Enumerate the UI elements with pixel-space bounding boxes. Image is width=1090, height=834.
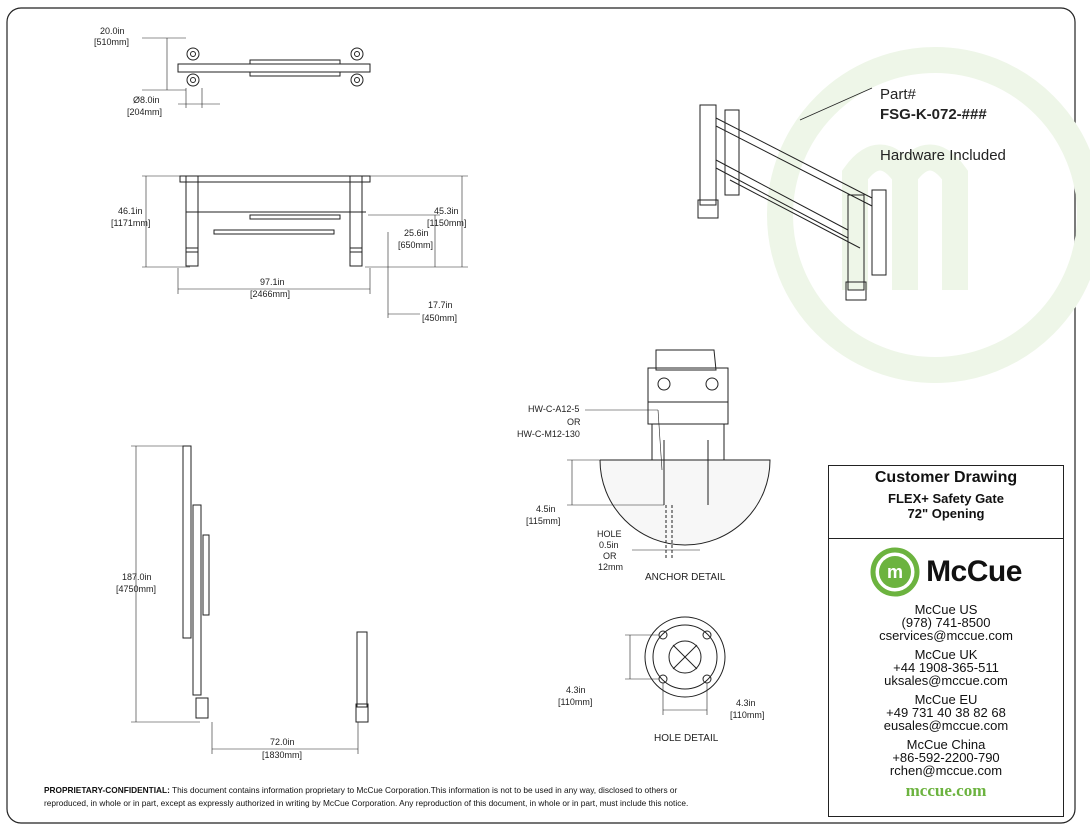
office-email[interactable]: cservices@mccue.com: [879, 628, 1013, 643]
anchor-hole-title: HOLE: [597, 529, 622, 539]
hole-detail: [625, 616, 726, 715]
dim-wheel-dia-mm: [204mm]: [127, 107, 162, 117]
logo-mark: m: [887, 562, 903, 582]
sheet-border: [6, 7, 1076, 824]
dim-hole-pattern-x-in: 4.3in: [736, 698, 756, 708]
logo-text: McCue: [926, 555, 1022, 588]
dim-low-rail-in: 17.7in: [428, 300, 453, 310]
anchor-or2: OR: [603, 551, 617, 561]
dim-overall-length-mm: [2466mm]: [250, 289, 290, 299]
office-phone: +86-592-2200-790: [892, 750, 1000, 765]
notice-line-1: This document contains information propr…: [169, 785, 678, 795]
dim-extended-length-mm: [4750mm]: [116, 584, 156, 594]
anchor-hole-mm: 12mm: [598, 562, 623, 572]
part-label: Part#: [880, 86, 917, 103]
dim-anchor-embed-mm: [115mm]: [526, 516, 560, 526]
drawing-title: Customer Drawing: [874, 469, 1018, 486]
dim-opening-mm: [1830mm]: [262, 750, 302, 760]
dim-mid-rail-in: 25.6in: [404, 228, 429, 238]
office-name: McCue UK: [914, 647, 978, 662]
office-eu: McCue EU +49 731 40 38 82 68 eusales@mcc…: [829, 693, 1063, 732]
part-number: FSG-K-072-###: [880, 106, 987, 123]
anchor-detail: [567, 349, 771, 560]
office-email[interactable]: eusales@mccue.com: [883, 718, 1009, 733]
hardware-note: Hardware Included: [880, 147, 1006, 164]
anchor-hw2: HW-C-M12-130: [517, 429, 580, 439]
confidentiality-notice: PROPRIETARY-CONFIDENTIAL: This document …: [44, 784, 814, 810]
dim-overall-length-in: 97.1in: [260, 277, 285, 287]
dim-low-rail-mm: [450mm]: [422, 313, 457, 323]
office-email[interactable]: rchen@mccue.com: [889, 763, 1003, 778]
dim-anchor-embed-in: 4.5in: [536, 504, 556, 514]
title-block-header: Customer Drawing FLEX+ Safety Gate 72" O…: [829, 466, 1063, 539]
mccue-logo: m McCue: [829, 547, 1063, 597]
extended-view: [131, 445, 369, 754]
dim-mid-rail-mm: [650mm]: [398, 240, 433, 250]
office-name: McCue China: [906, 737, 986, 752]
dim-hole-pattern-y-mm: [110mm]: [558, 697, 592, 707]
notice-line-2: reproduced, in whole or in part, except …: [44, 798, 689, 808]
dim-top-width-mm: [510mm]: [94, 37, 129, 47]
notice-heading: PROPRIETARY-CONFIDENTIAL:: [44, 785, 170, 795]
dim-opening-in: 72.0in: [270, 737, 295, 747]
anchor-hw1: HW-C-A12-5: [528, 404, 579, 414]
dim-rail-height-in: 45.3in: [434, 206, 459, 216]
office-name: McCue EU: [914, 692, 978, 707]
dim-overall-height-mm: [1171mm]: [111, 218, 150, 228]
top-view: [142, 37, 371, 108]
title-block: Customer Drawing FLEX+ Safety Gate 72" O…: [828, 465, 1064, 817]
dim-hole-pattern-y-in: 4.3in: [566, 685, 586, 695]
office-phone: (978) 741-8500: [901, 615, 991, 630]
office-us: McCue US (978) 741-8500 cservices@mccue.…: [829, 603, 1063, 642]
office-china: McCue China +86-592-2200-790 rchen@mccue…: [829, 738, 1063, 777]
dim-top-width-in: 20.0in: [100, 26, 125, 36]
dim-overall-height-in: 46.1in: [118, 206, 143, 216]
product-name: FLEX+ Safety Gate: [888, 491, 1004, 506]
anchor-hole-in: 0.5in: [599, 540, 619, 550]
office-name: McCue US: [914, 602, 978, 617]
office-email[interactable]: uksales@mccue.com: [884, 673, 1008, 688]
office-uk: McCue UK +44 1908-365-511 uksales@mccue.…: [829, 648, 1063, 687]
product-opening: 72" Opening: [907, 506, 985, 521]
watermark-logo: [767, 47, 1090, 383]
dim-hole-pattern-x-mm: [110mm]: [730, 710, 764, 720]
dim-rail-height-mm: [1150mm]: [427, 218, 466, 228]
dim-extended-length-in: 187.0in: [122, 572, 152, 582]
dim-wheel-dia-in: Ø8.0in: [133, 95, 160, 105]
office-phone: +44 1908-365-511: [893, 660, 999, 675]
front-view: [142, 175, 468, 318]
anchor-detail-caption: ANCHOR DETAIL: [645, 572, 726, 583]
website-link[interactable]: mccue.com: [905, 781, 987, 800]
hole-detail-caption: HOLE DETAIL: [654, 733, 719, 744]
office-phone: +49 731 40 38 82 68: [886, 705, 1006, 720]
mccue-logo-icon: m: [870, 547, 920, 597]
isometric-view: [697, 87, 887, 301]
anchor-or1: OR: [567, 417, 581, 427]
